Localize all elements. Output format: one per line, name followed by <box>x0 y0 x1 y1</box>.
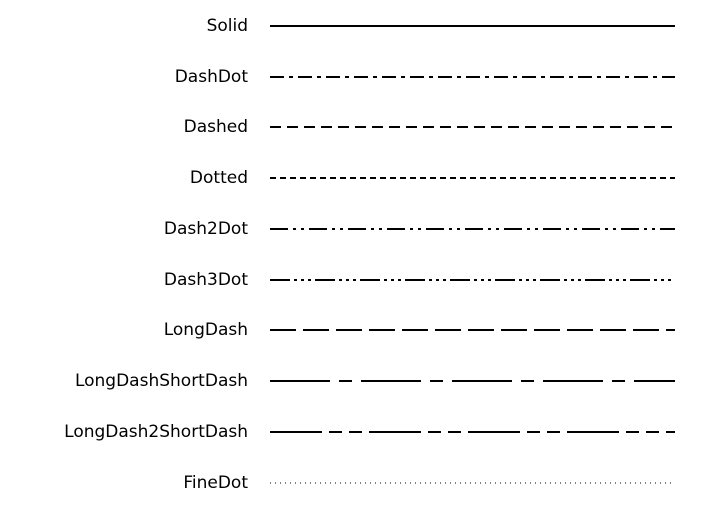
line-style-row: LongDash2ShortDash <box>0 415 705 449</box>
line-style-label: LongDash2ShortDash <box>64 422 248 442</box>
line-style-label: Dash3Dot <box>163 270 248 290</box>
line-style-row: FineDot <box>0 466 705 500</box>
line-style-sample <box>248 9 705 43</box>
line-style-sample <box>248 110 705 144</box>
line-style-label: LongDash <box>163 320 248 340</box>
line-style-label: LongDashShortDash <box>74 371 248 391</box>
line-style-row: Solid <box>0 9 705 43</box>
line-style-label: Dash2Dot <box>163 219 248 239</box>
line-style-row: LongDash <box>0 313 705 347</box>
line-style-sample <box>248 415 705 449</box>
line-style-sample <box>248 364 705 398</box>
line-style-row: DashDot <box>0 60 705 94</box>
line-style-sample <box>248 60 705 94</box>
line-style-row: Dotted <box>0 161 705 195</box>
line-style-label: Solid <box>206 16 248 36</box>
line-style-row: LongDashShortDash <box>0 364 705 398</box>
line-style-sample <box>248 263 705 297</box>
line-style-sample <box>248 212 705 246</box>
line-style-row: Dash2Dot <box>0 212 705 246</box>
line-style-sample <box>248 161 705 195</box>
line-style-row: Dash3Dot <box>0 263 705 297</box>
line-style-label: Dotted <box>189 168 248 188</box>
line-style-label: DashDot <box>174 67 248 87</box>
line-style-label: FineDot <box>183 473 248 493</box>
line-style-sample <box>248 313 705 347</box>
line-style-row: Dashed <box>0 110 705 144</box>
line-style-sample <box>248 466 705 500</box>
line-style-label: Dashed <box>183 117 248 137</box>
